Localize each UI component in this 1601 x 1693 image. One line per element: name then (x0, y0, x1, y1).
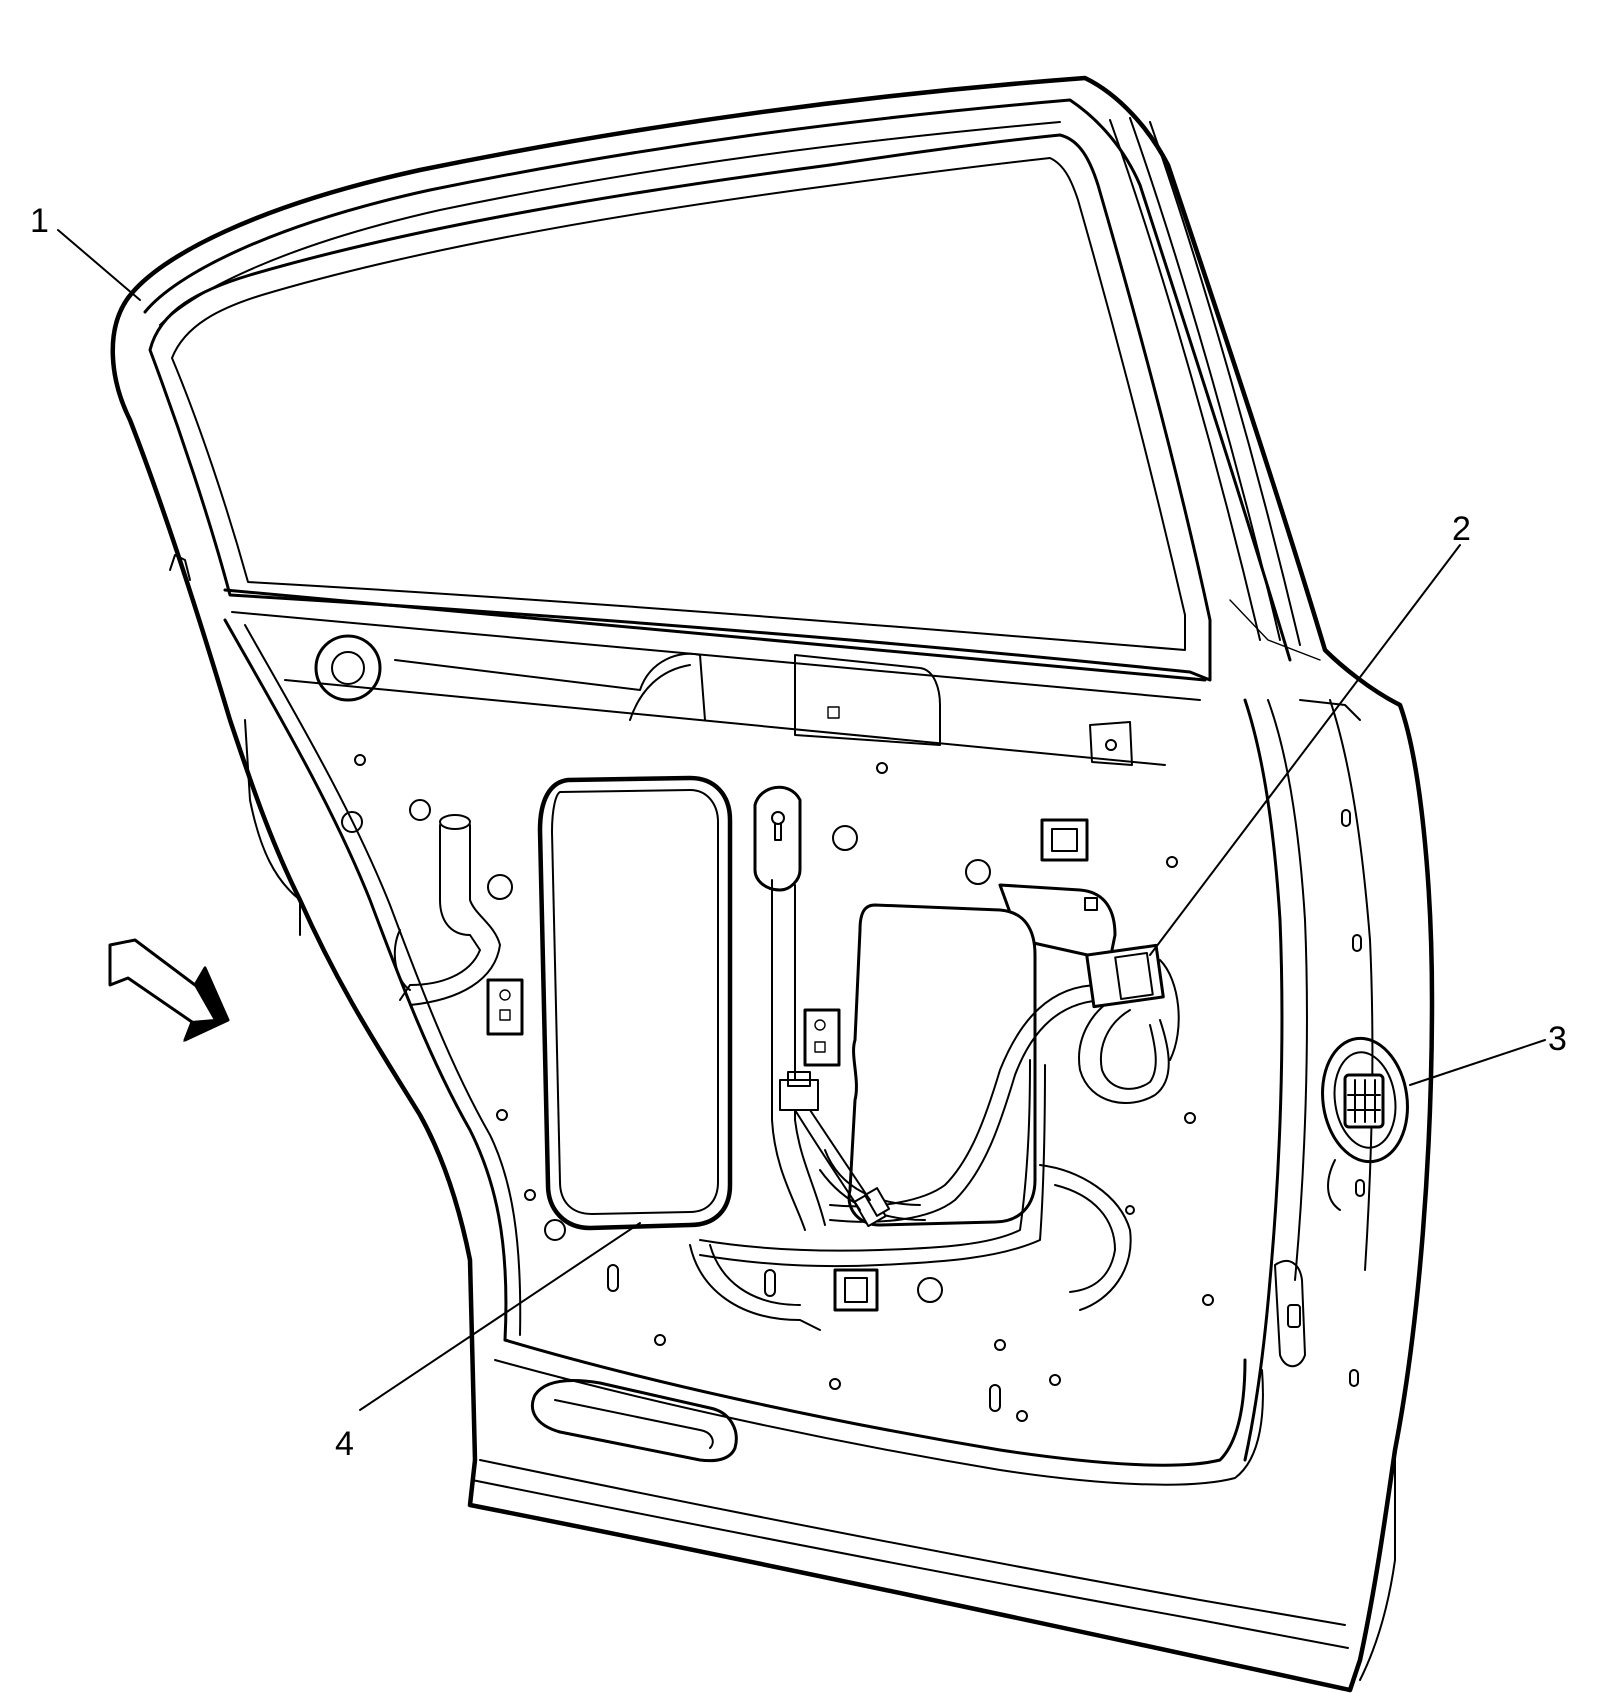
wiring-harness (699, 943, 1180, 1268)
hinge-pillar (1243, 698, 1396, 1681)
inner-panel-holes (341, 754, 1214, 1422)
leader-line-3 (1409, 1039, 1546, 1086)
harness-grommet (1321, 1036, 1409, 1211)
keyhole-bracket (753, 785, 841, 1231)
callout-1: 1 (30, 202, 49, 240)
view-direction-arrow-icon (108, 938, 230, 1042)
left-bracket (393, 814, 524, 1036)
lower-panel (471, 1164, 1349, 1649)
access-opening (537, 775, 733, 1231)
callout-labels: 1 2 3 4 (30, 202, 1567, 1463)
leader-line-2 (1149, 544, 1461, 956)
door-outer-shell (110, 75, 1435, 1693)
leader-line-1 (57, 229, 141, 301)
leader-line-4 (359, 1222, 641, 1411)
callout-3: 3 (1548, 1020, 1567, 1058)
callout-2: 2 (1452, 510, 1471, 548)
door-inner-edge (169, 554, 522, 1342)
rear-pillar (1109, 117, 1321, 661)
belt-line (223, 588, 1207, 766)
module-block (847, 818, 1117, 1227)
callout-4: 4 (335, 1425, 354, 1463)
leader-lines (57, 229, 1546, 1411)
